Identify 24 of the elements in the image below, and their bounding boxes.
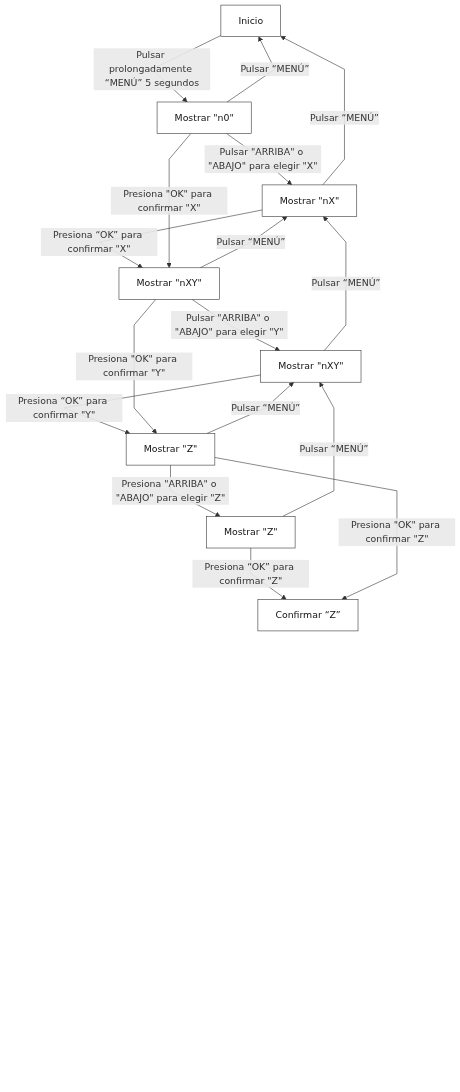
node-box: Mostrar "Z" [125,433,215,466]
edge-label: Presiona “OK” para confirmar "X" [52,229,142,255]
node-box: Mostrar "n0" [156,101,252,134]
edge-label: Pulsar “MENÚ” [239,63,309,75]
edge-label: Presiona “OK” para confirmar "Z" [204,560,294,586]
node-box: Mostrar "nX" [261,184,357,217]
node-box: Confirmar “Z” [257,599,358,632]
edge-label: Presiona "OK" para confirmar "X" [122,187,212,213]
edge-label: Pulsar prolongadamente “MENÚ” 5 segundos [104,49,199,89]
edge-label: Pulsar “MENÚ” [309,111,379,124]
edge-label: Pulsar "ARRIBA" o "ABAJO" para elegir "X" [207,146,318,172]
edge-label: Pulsar “MENÚ” [310,277,380,289]
edge-label: Presiona "OK" para confirmar "Y" [87,353,177,379]
node-box: Mostrar "nXY" [118,267,220,300]
edge-label: Pulsar “MENÚ” [230,402,300,414]
node-box: Inicio [220,4,281,37]
node-box: Mostrar "nXY" [259,350,361,383]
edge-label: Pulsar "ARRIBA" o "ABAJO" para elegir "Y" [174,312,284,338]
edge-label: Presiona "ARRIBA" o "ABAJO" para elegir "Z" [115,477,225,504]
edge-label: Presiona "OK" para confirmar "Z" [350,519,440,545]
node-box: Mostrar "Z" [205,516,295,549]
edge-label: Pulsar “MENÚ” [215,236,285,248]
edge-label: Pulsar “MENÚ” [298,443,368,455]
edge-label: Presiona “OK” para confirmar "Y" [17,395,107,421]
